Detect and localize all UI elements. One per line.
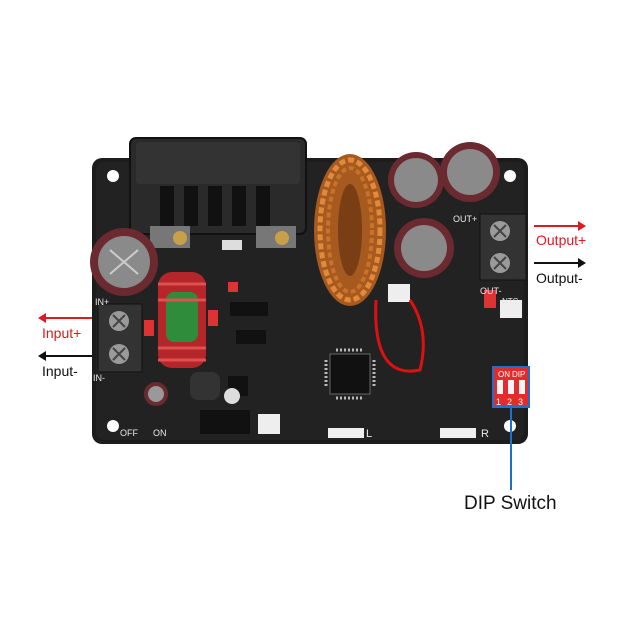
silk-in-minus: IN- [93,373,105,383]
silk-left-port: L [366,428,373,440]
silk-out-minus: OUT- [480,286,502,296]
input-plus-label: Input+ [42,325,82,341]
input-minus-label: Input- [42,363,78,379]
output-minus-arrow-icon [534,258,586,268]
toroid-inductor-icon [314,154,386,306]
mounting-hole [107,420,119,432]
mounting-hole [504,170,516,182]
mounting-hole [107,170,119,182]
output-terminal-block [479,213,527,281]
jumper-wire [374,299,425,373]
silk-ntc: NTC [502,297,519,306]
dip-position-2: 2 [507,397,513,407]
dip-switch-icon [492,366,530,408]
output-minus-label: Output- [536,270,583,286]
input-plus-arrow-icon [38,313,92,323]
dip-on-label: ON [498,370,510,379]
output-plus-label: Output+ [536,232,587,248]
heatsink-icon [129,137,307,250]
microcontroller-chip-icon [324,348,376,400]
smd-components [144,282,522,438]
input-minus-arrow-icon [38,351,92,361]
input-terminal-block [97,303,143,373]
silk-in-plus: IN+ [95,297,110,307]
silk-out-plus: OUT+ [453,214,478,224]
silk-off: OFF [120,428,138,438]
output-plus-arrow-icon [534,221,586,231]
dip-position-1: 1 [496,397,502,407]
electrolytic-capacitor-icon [90,142,500,406]
dip-label: DIP [512,370,526,379]
silk-on: ON [153,428,167,438]
silk-right-port: R [481,428,489,440]
dip-position-3: 3 [518,397,524,407]
dip-switch-label: DIP Switch [464,493,557,514]
choke-inductor-icon [158,272,206,368]
